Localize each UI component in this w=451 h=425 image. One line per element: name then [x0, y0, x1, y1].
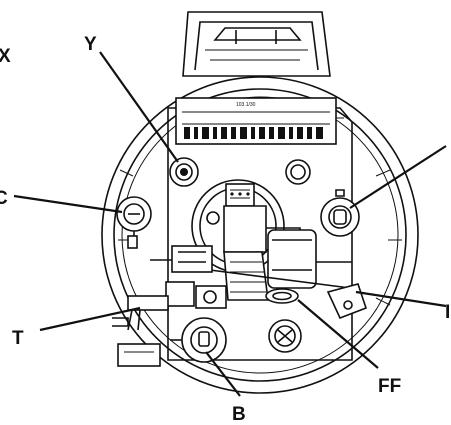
callout-b: B — [232, 404, 246, 425]
blower-housing — [191, 179, 301, 273]
callout-x-partial: X — [0, 46, 11, 67]
port-b — [170, 317, 227, 363]
port-y — [169, 157, 199, 187]
callout-c-partial: C — [0, 188, 8, 209]
port-upper-right — [285, 159, 311, 185]
leader-t — [39, 306, 141, 332]
part-t — [112, 295, 169, 367]
port-ff — [265, 288, 299, 304]
gas-valve — [150, 245, 227, 309]
side-bracket — [326, 283, 368, 320]
callout-y: Y — [84, 34, 97, 55]
control-board: 103.1/30 — [175, 97, 337, 145]
port-c — [116, 196, 152, 249]
top-handle — [182, 11, 331, 77]
motor-assembly — [209, 229, 352, 301]
leader-right-bottom — [355, 290, 447, 308]
drain-plug — [268, 319, 302, 353]
callout-right-bottom-partial: I — [445, 302, 450, 323]
leader-ff — [297, 299, 379, 369]
callout-t: T — [12, 328, 24, 349]
leader-b — [205, 351, 241, 397]
leader-right-top — [349, 145, 447, 209]
leader-c — [13, 194, 123, 214]
callout-ff: FF — [378, 376, 401, 397]
port-right — [320, 189, 360, 237]
panel-label: 103.1/30 — [236, 102, 256, 108]
leader-y — [99, 51, 179, 163]
leader-lines — [13, 51, 447, 397]
